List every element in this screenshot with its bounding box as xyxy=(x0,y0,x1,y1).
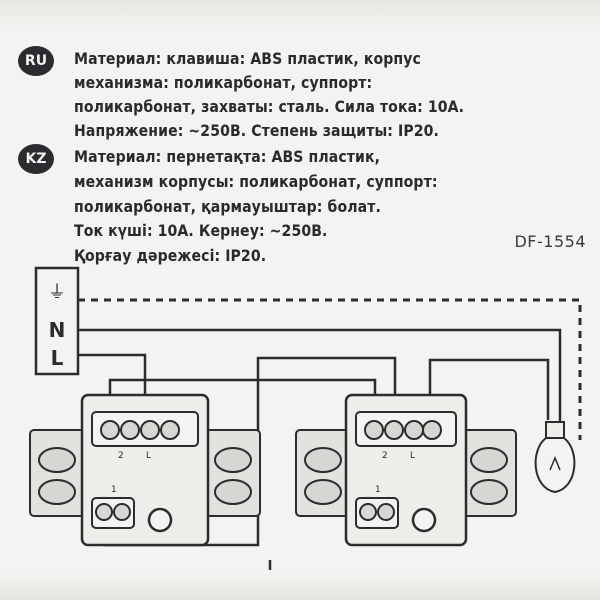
switch-right: 2 L 1 xyxy=(295,393,517,547)
neutral-wire xyxy=(78,328,562,425)
kz-spec-line: Материал: пернетақта: ABS пластик, xyxy=(74,147,381,166)
earth-symbol-label: ⏚ xyxy=(48,282,66,303)
ru-spec-line: Напряжение: ~250В. Степень защиты: IP20. xyxy=(74,121,439,140)
kz-spec-line: поликарбонат, қармауыштар: болат. xyxy=(74,197,381,216)
switch-right-terminal-1-label: 1 xyxy=(375,485,381,495)
switch-right-terminal-l-label: L xyxy=(410,451,415,461)
ru-spec-line: Материал: клавиша: ABS пластик, корпус xyxy=(74,49,421,68)
switch-left: 2 L 1 xyxy=(29,393,261,547)
model-code: DF-1554 xyxy=(514,232,586,251)
neutral-label: N xyxy=(49,318,66,342)
kz-spec-line: Ток күші: 10А. Кернеу: ~250В. xyxy=(74,221,328,240)
live-label: L xyxy=(51,346,64,370)
kz-spec-line: механизм корпусы: поликарбонат, суппорт: xyxy=(74,172,438,191)
bottom-band xyxy=(0,572,600,600)
ru-language-badge: RU xyxy=(18,46,54,76)
switch-left-terminal-l-label: L xyxy=(146,451,151,461)
kz-language-badge: KZ xyxy=(18,144,54,174)
switch-right-terminal-2-label: 2 xyxy=(382,451,388,461)
ru-spec-line: механизма: поликарбонат, суппорт: xyxy=(74,73,373,92)
top-band xyxy=(0,0,600,30)
switch-left-terminal-1-label: 1 xyxy=(111,485,117,495)
wiring-diagram: ⏚ N L 2 L xyxy=(29,266,582,570)
ru-spec-line: поликарбонат, захваты: сталь. Сила тока:… xyxy=(74,97,465,116)
light-bulb-icon xyxy=(534,421,576,494)
terminal-block: ⏚ N L xyxy=(34,266,80,376)
switch-left-terminal-2-label: 2 xyxy=(118,451,124,461)
kz-spec-line: Қорғау дәрежесі: IP20. xyxy=(74,246,267,265)
